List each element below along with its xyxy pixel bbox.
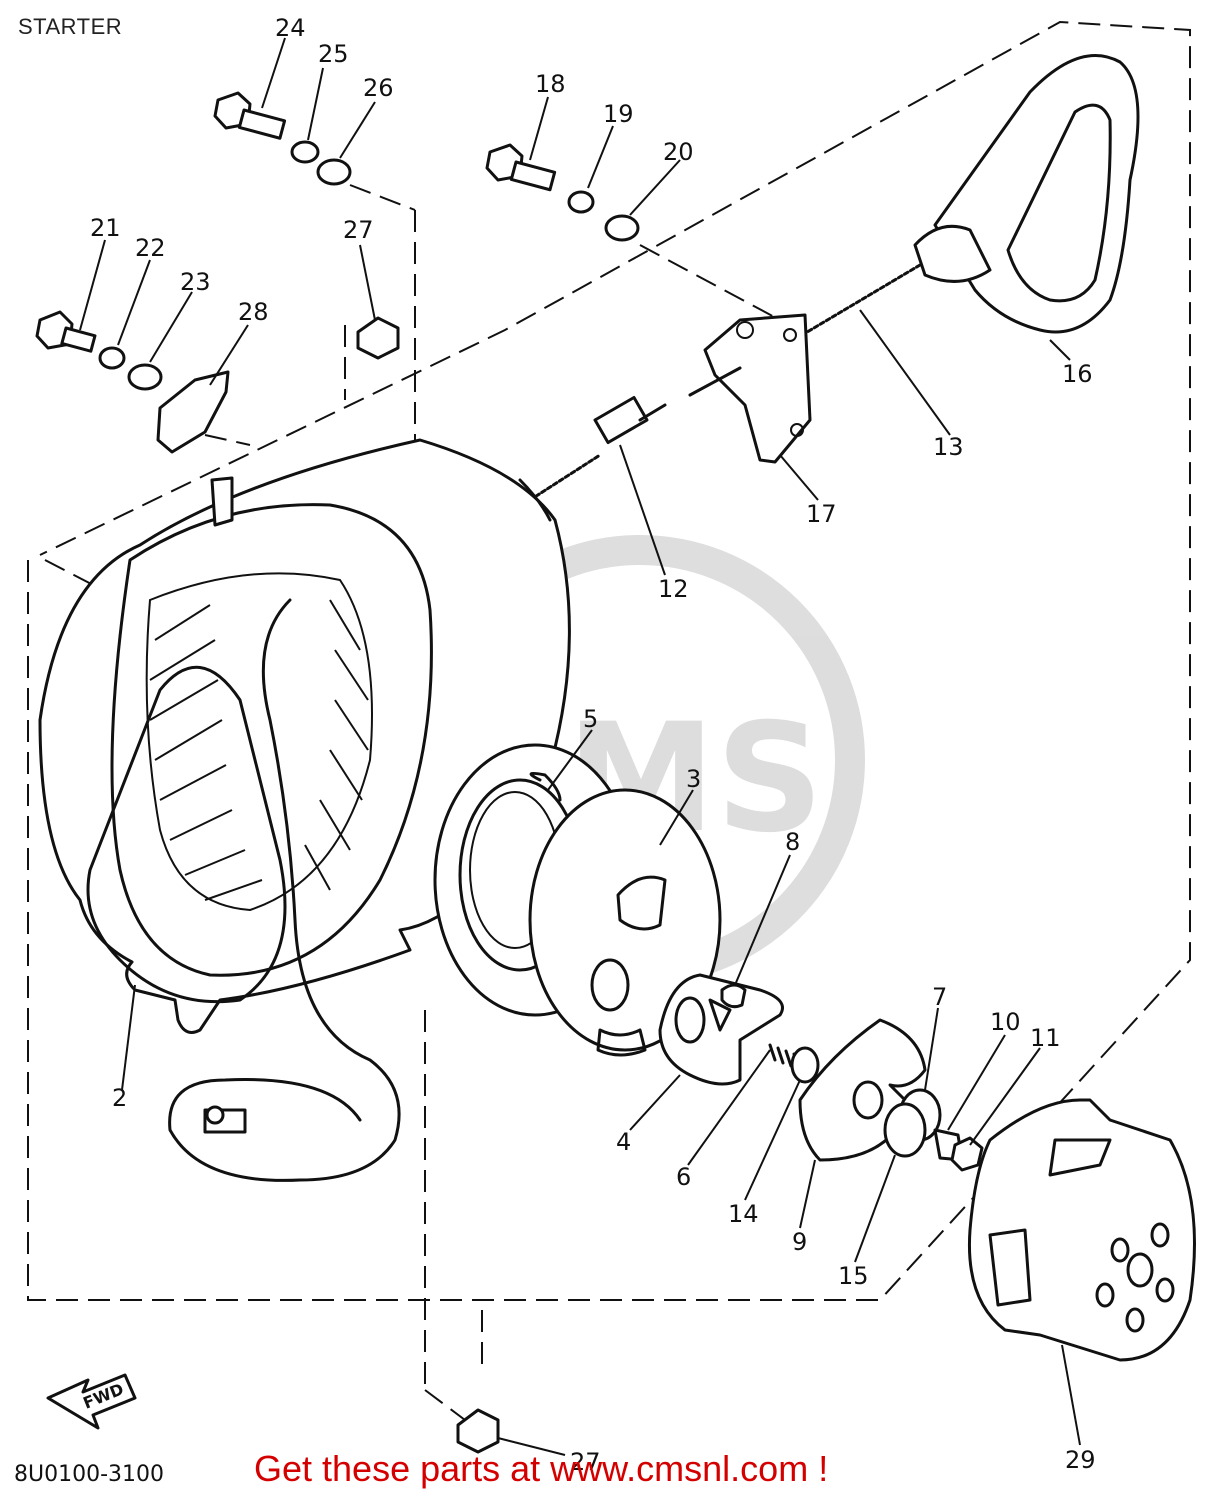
nut-27-bottom [456, 1408, 500, 1454]
leader-lines [79, 37, 1081, 1456]
callout-3: 3 [686, 765, 701, 793]
nut-11 [950, 1136, 984, 1172]
washer-19 [567, 190, 595, 214]
washer-26 [316, 158, 352, 186]
callout-22: 22 [135, 234, 166, 262]
callout-21: 21 [90, 214, 121, 242]
callout-labels: 24 25 26 18 19 20 27 21 22 23 28 16 13 1… [90, 14, 1096, 1476]
callout-29: 29 [1065, 1446, 1096, 1474]
rope-guide-bracket [688, 313, 812, 464]
ratchet [658, 973, 784, 1086]
callout-28: 28 [238, 298, 269, 326]
callout-4: 4 [616, 1128, 631, 1156]
callout-15: 15 [838, 1262, 869, 1290]
callout-26: 26 [363, 74, 394, 102]
starter-spring [529, 771, 562, 802]
bolt-18 [485, 143, 557, 192]
callout-25: 25 [318, 40, 349, 68]
plate-28 [156, 370, 230, 454]
bolt-24 [213, 91, 287, 140]
callout-2: 2 [112, 1084, 127, 1112]
starter-cable [528, 396, 667, 502]
callout-17: 17 [806, 500, 837, 528]
drawing-code: 8U0100-3100 [14, 1462, 165, 1487]
promo-link[interactable]: Get these parts at www.cmsnl.com ! [254, 1448, 829, 1489]
callout-5: 5 [583, 705, 598, 733]
bolt-21 [35, 310, 97, 353]
callout-27-bottom: 27 [570, 1448, 601, 1476]
callout-9: 9 [792, 1228, 807, 1256]
spring-14 [768, 1043, 820, 1084]
callout-24: 24 [275, 14, 306, 42]
harness-wire [168, 598, 401, 1182]
callout-8: 8 [785, 828, 800, 856]
drive-cup [967, 1098, 1196, 1362]
callout-12: 12 [658, 575, 689, 603]
callout-11: 11 [1030, 1024, 1061, 1052]
callout-10: 10 [990, 1008, 1021, 1036]
diagram-title: STARTER [18, 14, 123, 39]
starter-handle [913, 54, 1140, 334]
fwd-arrow: FWD [46, 1373, 137, 1430]
callout-7: 7 [932, 983, 947, 1011]
callout-19: 19 [603, 100, 634, 128]
callout-18: 18 [535, 70, 566, 98]
spring-15 [883, 1102, 927, 1158]
washer-20 [604, 214, 640, 242]
callout-23: 23 [180, 268, 211, 296]
callout-20: 20 [663, 138, 694, 166]
washer-23 [127, 363, 163, 391]
callout-27-top: 27 [343, 216, 374, 244]
starter-pulley [433, 743, 722, 1057]
washer-22 [98, 346, 126, 370]
pin-8 [720, 983, 747, 1009]
callout-16: 16 [1062, 360, 1093, 388]
callout-6: 6 [676, 1163, 691, 1191]
callout-14: 14 [728, 1200, 759, 1228]
wire-connector [203, 1105, 247, 1134]
washer-25 [290, 140, 320, 164]
callout-13: 13 [933, 433, 964, 461]
nut-27-top [356, 316, 400, 360]
gasket [86, 665, 287, 1004]
friction-plate-hole [852, 1080, 884, 1120]
